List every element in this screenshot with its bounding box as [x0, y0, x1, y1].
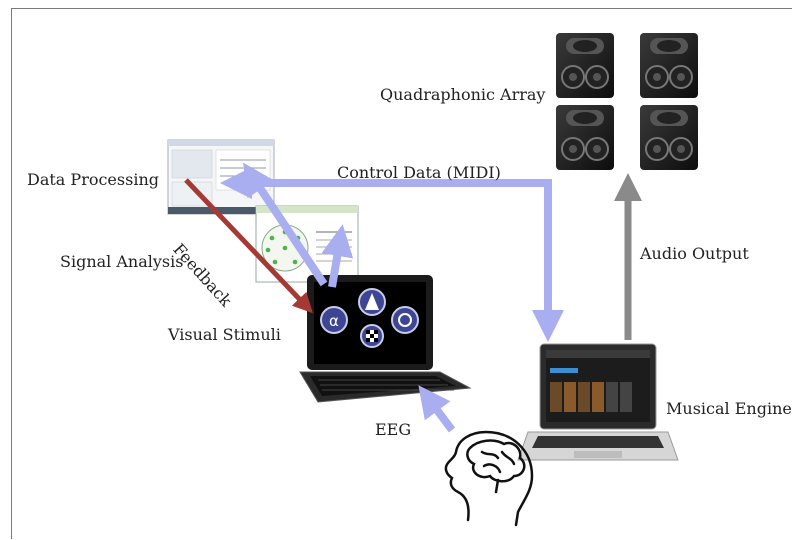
netbook-to-analysis-arrow [321, 224, 354, 288]
label-eeg: EEG [375, 420, 412, 439]
label-signal-analysis: Signal Analysis [60, 252, 184, 271]
eeg-arrow [418, 385, 456, 433]
label-audio-output: Audio Output [640, 244, 749, 263]
label-visual-stimuli: Visual Stimuli [168, 325, 281, 344]
signal-to-processing-arrow [243, 162, 328, 287]
label-control-data: Control Data (MIDI) [337, 163, 501, 182]
laptop-icon [517, 343, 679, 461]
human-head-brain-icon [444, 430, 534, 527]
speaker-icon [556, 33, 698, 170]
netbook-icon [299, 275, 472, 403]
label-quadraphonic-array: Quadraphonic Array [380, 85, 546, 104]
label-musical-engine: Musical Engine [666, 399, 792, 418]
data-processing-screen [167, 139, 275, 215]
control-data-arrow [220, 167, 564, 342]
label-data-processing: Data Processing [27, 170, 159, 189]
diagram-frame [11, 8, 792, 539]
svg-text:α: α [329, 312, 339, 330]
feedback-arrow [184, 178, 313, 314]
